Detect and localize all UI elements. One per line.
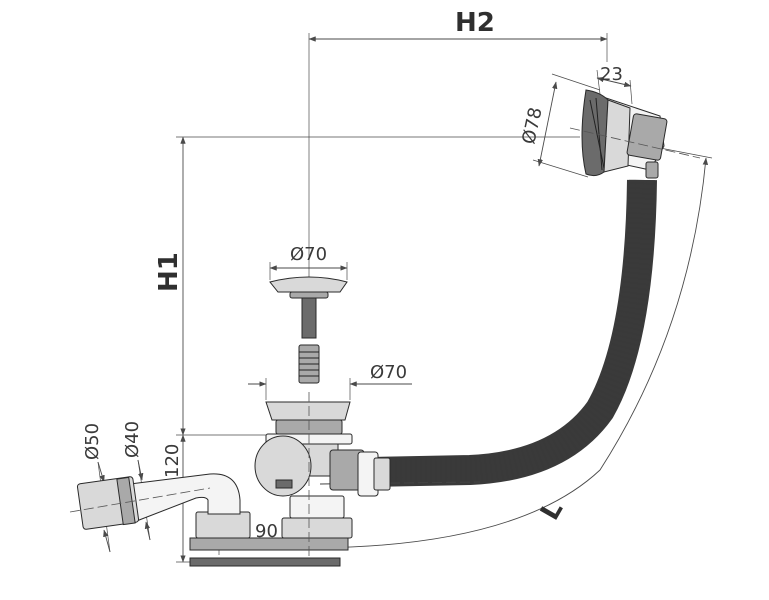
label-120: 120 — [162, 444, 183, 478]
label-90: 90 — [255, 521, 278, 542]
label-h1: H1 — [154, 252, 184, 292]
plug-and-stem — [269, 276, 348, 384]
label-d40: Ø40 — [122, 421, 143, 458]
overflow-head — [569, 89, 701, 179]
corrugated-hose — [319, 179, 657, 487]
label-d50: Ø50 — [82, 423, 103, 460]
label-23: 23 — [600, 64, 623, 85]
label-d70-mid: Ø70 — [370, 362, 407, 383]
label-d70-top: Ø70 — [290, 244, 327, 265]
dimension-h1: H1 — [154, 136, 580, 436]
label-l: L — [535, 496, 569, 525]
outlet-pipe — [69, 473, 241, 530]
waste-body — [189, 392, 391, 567]
dimension-d70-plug: Ø70 — [269, 244, 348, 280]
dimension-h2: H2 — [308, 8, 608, 300]
label-h2: H2 — [455, 8, 495, 38]
label-d78: Ø78 — [518, 105, 546, 146]
dimension-23: 23 — [596, 64, 633, 105]
dimension-d70-strainer: Ø70 — [248, 362, 412, 400]
